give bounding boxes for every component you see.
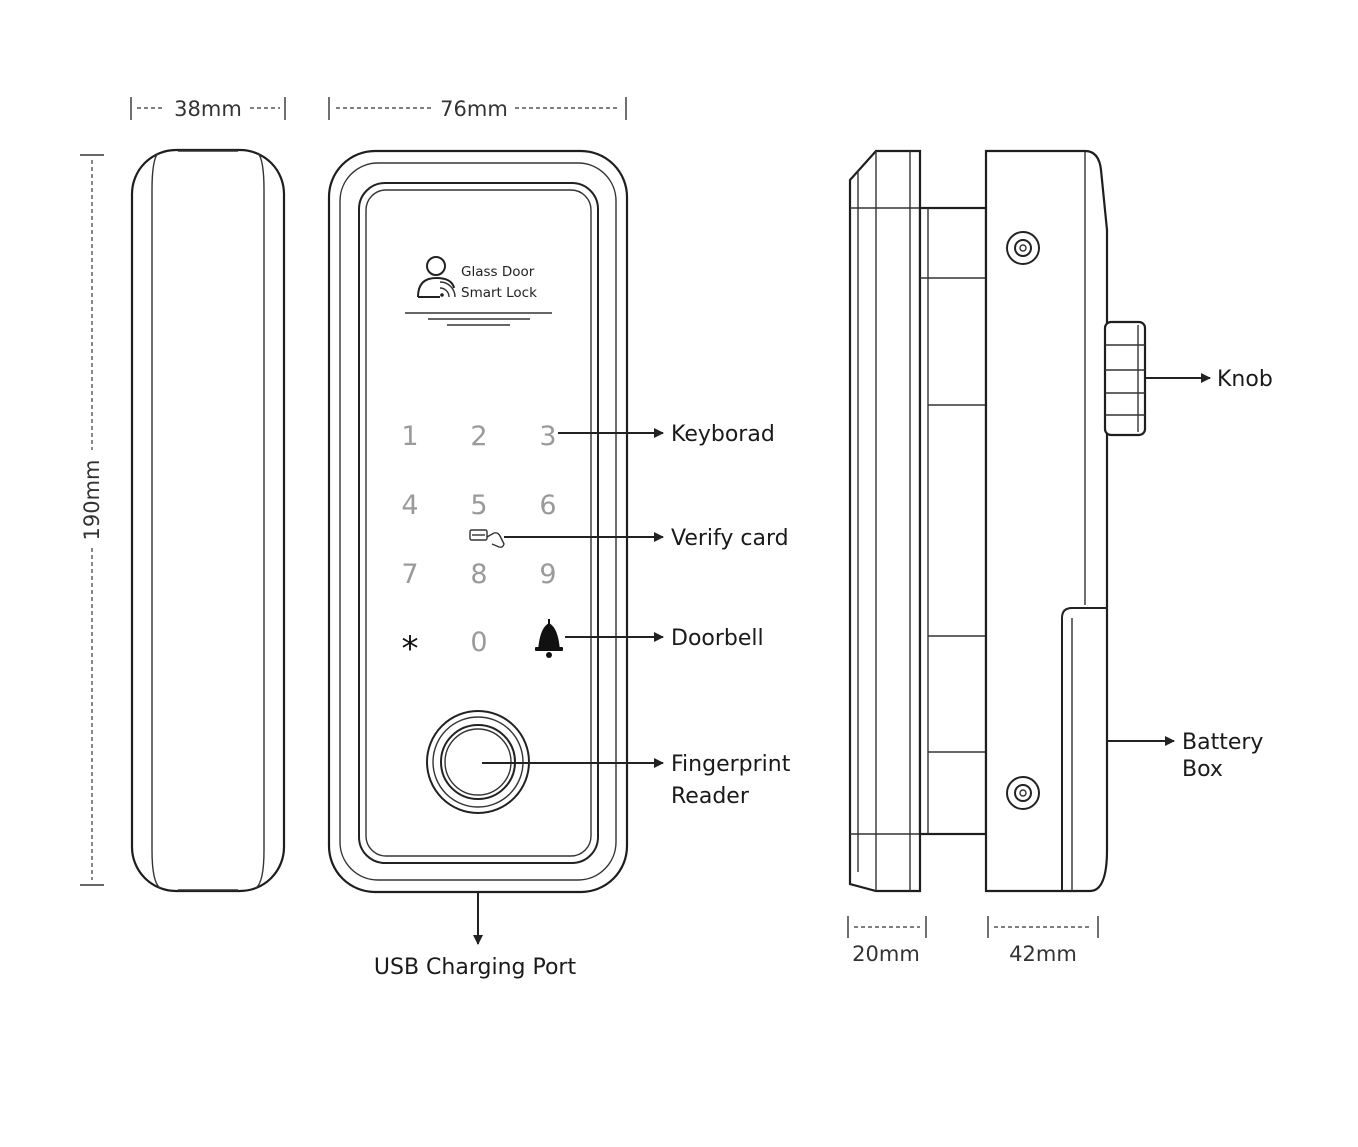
logo-line-1: Glass Door xyxy=(461,264,535,280)
logo-line-2: Smart Lock xyxy=(461,285,537,301)
dimension-width-front: 76mm xyxy=(328,97,627,121)
dimension-width-side-label: 38mm xyxy=(174,97,242,121)
key-star[interactable]: * xyxy=(402,629,419,669)
key-0[interactable]: 0 xyxy=(470,627,487,658)
callout-doorbell-label: Doorbell xyxy=(671,626,764,651)
key-7[interactable]: 7 xyxy=(401,559,418,590)
callout-keyboard-label: Keyborad xyxy=(671,422,775,447)
callout-doorbell: Doorbell xyxy=(565,626,764,651)
brand-logo: Glass Door Smart Lock xyxy=(405,256,552,326)
callout-usb: USB Charging Port xyxy=(374,892,577,980)
callout-knob-label: Knob xyxy=(1217,367,1273,392)
callout-knob: Knob xyxy=(1145,367,1273,392)
bell-icon[interactable] xyxy=(535,619,563,658)
dimension-height-label: 190mm xyxy=(80,460,104,541)
dimension-width-side: 38mm xyxy=(130,97,286,121)
side-profile-view xyxy=(130,148,286,893)
dimension-depth-outer: 20mm xyxy=(847,916,927,966)
callout-fingerprint-label-1: Fingerprint xyxy=(671,752,791,777)
callout-usb-label: USB Charging Port xyxy=(374,955,577,980)
callout-fingerprint-label-2: Reader xyxy=(671,784,750,809)
callout-battery-label-1: Battery xyxy=(1182,730,1263,755)
key-4[interactable]: 4 xyxy=(401,490,418,521)
dimension-height: 190mm xyxy=(80,154,104,886)
key-3[interactable]: 3 xyxy=(539,421,556,452)
front-view xyxy=(327,149,629,894)
card-touch-icon xyxy=(469,529,505,548)
dimension-depth-inner-label: 42mm xyxy=(1009,942,1077,966)
callout-fingerprint: Fingerprint Reader xyxy=(482,752,791,809)
callout-battery: Battery Box xyxy=(1107,730,1263,782)
callout-keyboard: Keyborad xyxy=(558,422,775,447)
user-wifi-icon xyxy=(417,256,456,298)
key-2[interactable]: 2 xyxy=(470,421,487,452)
callout-verify-card: Verify card xyxy=(504,526,789,551)
keypad: 1 2 3 4 5 6 7 8 9 * 0 xyxy=(401,421,556,669)
knob[interactable] xyxy=(1103,320,1147,437)
side-section-view xyxy=(848,149,1147,893)
dimension-depth-outer-label: 20mm xyxy=(852,942,920,966)
dimension-width-front-label: 76mm xyxy=(440,97,508,121)
key-8[interactable]: 8 xyxy=(470,559,487,590)
key-6[interactable]: 6 xyxy=(539,490,556,521)
key-1[interactable]: 1 xyxy=(401,421,418,452)
screw-top xyxy=(1006,231,1040,265)
callout-battery-label-2: Box xyxy=(1182,757,1223,782)
callout-verify-card-label: Verify card xyxy=(671,526,789,551)
key-9[interactable]: 9 xyxy=(539,559,556,590)
screw-bottom xyxy=(1006,776,1040,810)
key-5[interactable]: 5 xyxy=(470,490,487,521)
dimension-depth-inner: 42mm xyxy=(987,916,1099,966)
